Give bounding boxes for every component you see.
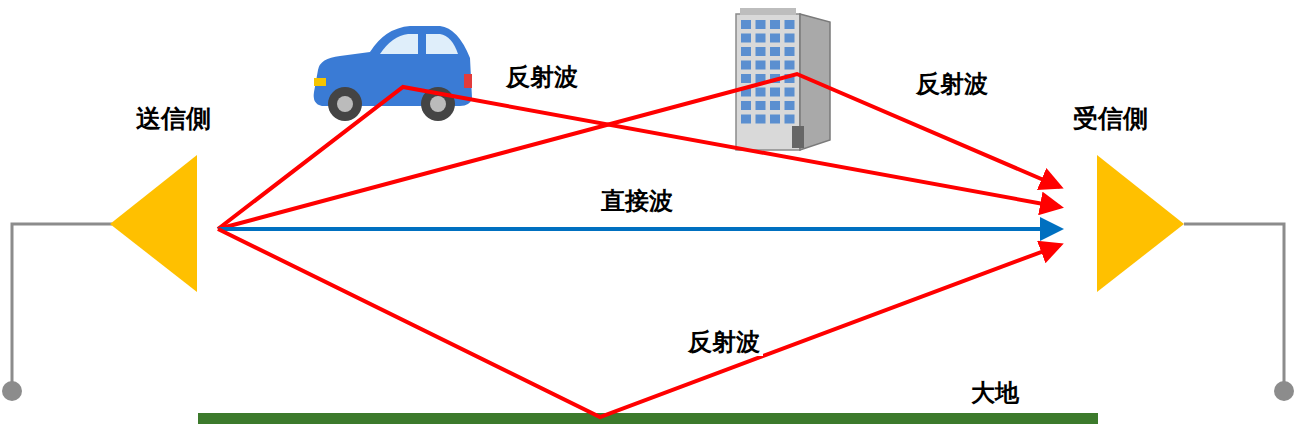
window (770, 34, 780, 43)
window (756, 61, 766, 70)
feed-wire (1184, 224, 1284, 385)
ground-label: 大地 (968, 379, 1022, 408)
window (785, 88, 795, 97)
wave-label: 反射波 (685, 328, 763, 357)
wave-path (218, 87, 1060, 229)
ground-bar (198, 413, 1098, 424)
window (770, 47, 780, 56)
window (756, 88, 766, 97)
window (756, 20, 766, 29)
window (785, 47, 795, 56)
window (785, 101, 795, 110)
window (770, 20, 780, 29)
wave-path (218, 227, 1060, 231)
window (741, 74, 751, 83)
wave-label: 直接波 (598, 187, 676, 216)
antenna: 送信側 (105, 98, 218, 295)
antenna-triangle (1097, 155, 1184, 292)
window (785, 115, 795, 124)
window (770, 101, 780, 110)
window (785, 20, 795, 29)
window (741, 34, 751, 43)
window (756, 34, 766, 43)
antenna-label: 受信側 (1073, 104, 1148, 134)
window (756, 47, 766, 56)
window (756, 115, 766, 124)
window (741, 101, 751, 110)
window (741, 47, 751, 56)
antenna-label: 送信側 (136, 104, 211, 134)
window (770, 115, 780, 124)
window (785, 34, 795, 43)
wave-label: 反射波 (913, 70, 991, 99)
window (741, 61, 751, 70)
wave-path (218, 229, 1060, 417)
antenna: 受信側 (1060, 98, 1190, 295)
antenna-triangle (110, 155, 197, 292)
feed-wire (12, 224, 112, 385)
window (741, 20, 751, 29)
terminal (2, 381, 22, 401)
window (770, 88, 780, 97)
window (741, 115, 751, 124)
terminal (1274, 381, 1294, 401)
car-icon (314, 26, 472, 121)
window (770, 61, 780, 70)
wave-label: 反射波 (503, 63, 581, 92)
window (756, 101, 766, 110)
window (785, 61, 795, 70)
